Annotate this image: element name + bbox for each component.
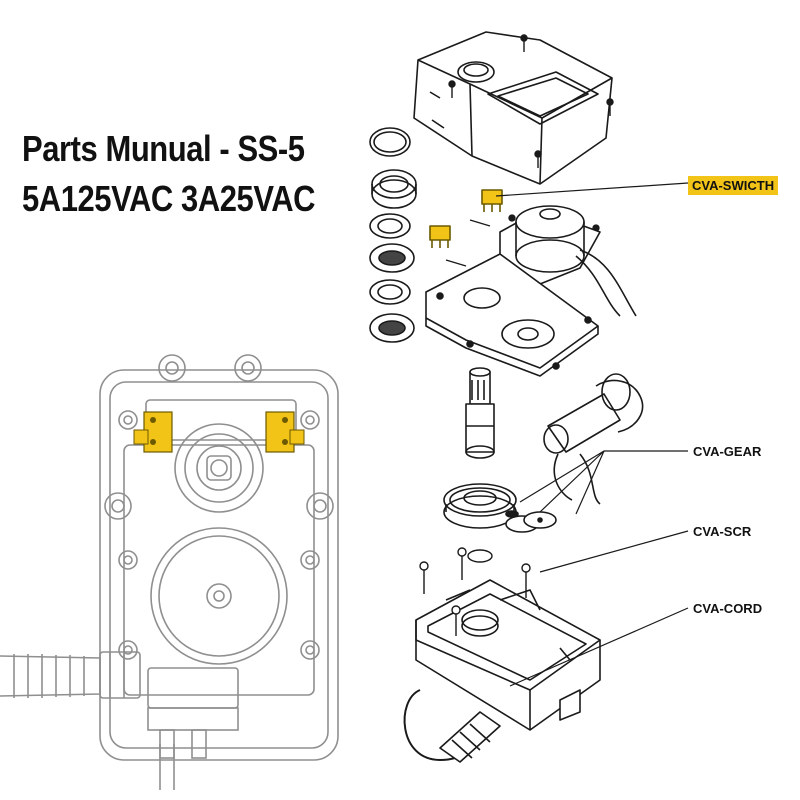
- front-view-switch-right: [265, 411, 305, 453]
- top-cover: [413, 31, 613, 185]
- switch-upper: [481, 189, 503, 212]
- callout-cva-cord: CVA-CORD: [693, 601, 763, 616]
- power-cord: [403, 689, 501, 763]
- callout-cva-switch: CVA-SWICTH: [688, 176, 779, 195]
- scr-cord-leaders: [495, 182, 689, 687]
- motor: [499, 205, 637, 317]
- gear-leaders: [519, 450, 688, 515]
- base-screws: [419, 547, 531, 636]
- manual-title: Parts Munual - SS-5: [22, 128, 305, 169]
- cover-screws: [448, 34, 614, 168]
- gear-train: [443, 483, 557, 533]
- mounting-plate: [425, 253, 599, 377]
- front-view-switch-left: [133, 411, 173, 453]
- front-view-housing: [0, 354, 339, 790]
- drive-shaft: [465, 367, 495, 459]
- switch-lower: [429, 225, 451, 248]
- callout-cva-scr: CVA-SCR: [693, 524, 752, 539]
- base-housing: [415, 579, 601, 731]
- callout-cva-gear: CVA-GEAR: [693, 444, 762, 459]
- exploded-view: [369, 31, 689, 763]
- seal-stack: [369, 127, 417, 343]
- manual-rating: 5A125VAC 3A25VAC: [22, 178, 316, 219]
- capacitor: [543, 373, 644, 505]
